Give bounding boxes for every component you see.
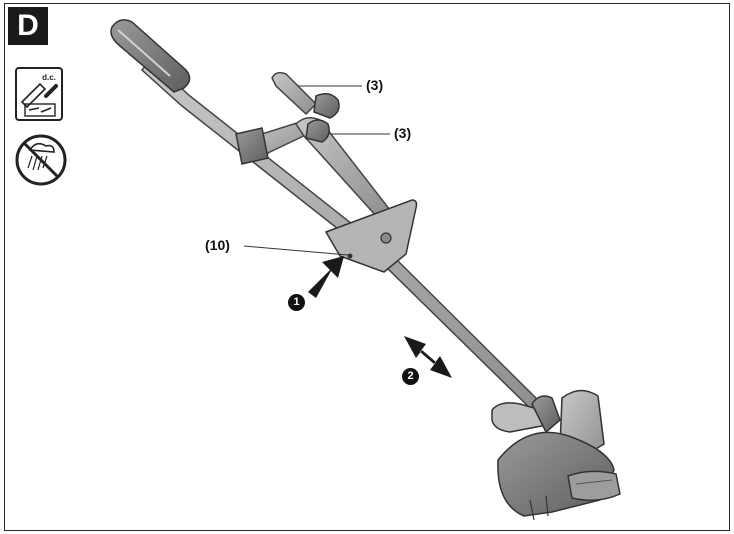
callout-upper-handle: (3): [366, 77, 384, 93]
shaft-joint: [531, 395, 561, 434]
callout-release-button: (10): [205, 237, 230, 253]
no-rain-icon: [15, 134, 67, 186]
top-grip: [110, 19, 191, 93]
callout-lower-handle: (3): [394, 125, 412, 141]
charger-warning-icon: d.c.: [15, 67, 63, 121]
spool-head: [567, 470, 621, 501]
release-button-marker: [347, 253, 353, 259]
handle-clamp: [235, 127, 269, 165]
lower-handle-knob: [305, 119, 330, 143]
slide-double-arrow: [404, 336, 452, 378]
figure-letter-badge: D: [8, 7, 48, 45]
upper-handle-arm: [271, 71, 318, 116]
push-arrow: [308, 256, 344, 298]
upper-handle-knob: [313, 93, 340, 119]
dc-label: d.c.: [42, 73, 56, 82]
step-1-badge: 1: [288, 294, 305, 311]
leader-release-button: [243, 245, 349, 256]
step-2-badge: 2: [402, 368, 419, 385]
mount-screw: [380, 232, 392, 244]
figure-frame: [4, 3, 730, 531]
